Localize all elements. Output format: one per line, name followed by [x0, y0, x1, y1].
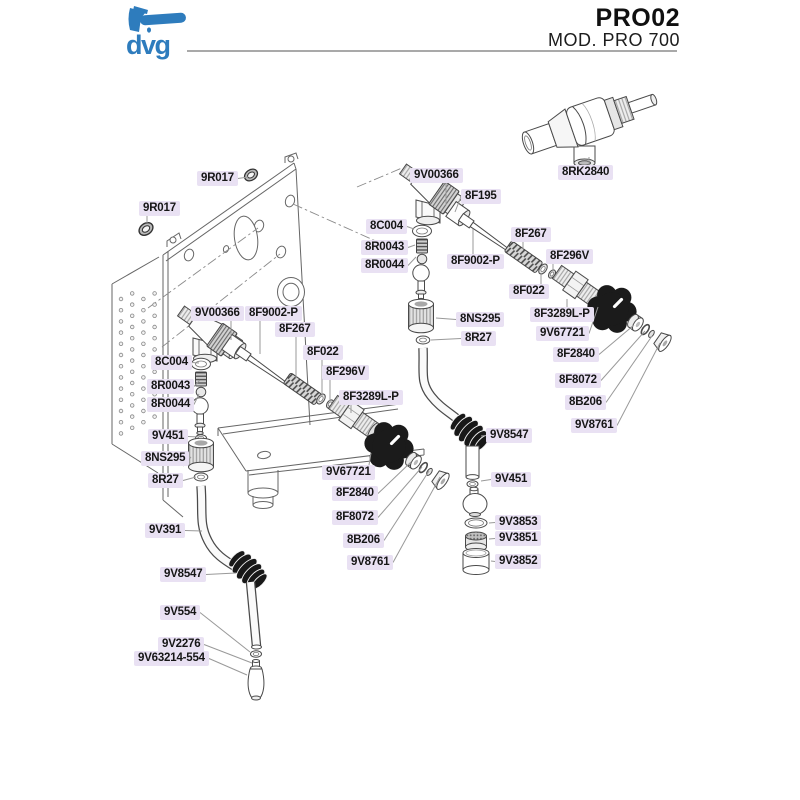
part-label-9V00366: 9V00366 — [410, 168, 463, 183]
part-label-8RK2840: 8RK2840 — [558, 165, 614, 180]
part-label-8F3289L-P: 8F3289L-P — [339, 390, 403, 405]
part-label-9V2276: 9V2276 — [158, 637, 205, 652]
part-label-9R017: 9R017 — [139, 201, 180, 216]
part-label-9V3852: 9V3852 — [495, 554, 542, 569]
part-label-8B206: 8B206 — [565, 395, 606, 410]
part-label-8F267: 8F267 — [275, 322, 315, 337]
part-label-8C004: 8C004 — [151, 355, 192, 370]
axis-lines — [147, 167, 403, 348]
part-label-8R27: 8R27 — [148, 473, 183, 488]
page-title: PRO02 — [595, 4, 680, 32]
part-label-8F8072: 8F8072 — [555, 373, 601, 388]
part-label-8F022: 8F022 — [509, 284, 549, 299]
part-label-9V67721: 9V67721 — [322, 465, 375, 480]
part-label-9V391: 9V391 — [145, 523, 186, 538]
base-frame — [217, 403, 425, 509]
part-label-9V63214-554: 9V63214-554 — [134, 651, 209, 666]
part-label-9V554: 9V554 — [160, 605, 201, 620]
part-label-9V8761: 9V8761 — [571, 418, 618, 433]
part-label-8F2840: 8F2840 — [332, 486, 378, 501]
grommet-left — [135, 219, 157, 239]
brand-name: dvg — [126, 30, 171, 60]
page-subtitle: MOD. PRO 700 — [547, 30, 680, 50]
part-label-9V8761: 9V8761 — [347, 555, 394, 570]
part-label-8R27: 8R27 — [461, 331, 496, 346]
part-label-8NS295: 8NS295 — [456, 312, 505, 327]
part-label-8R0044: 8R0044 — [361, 258, 409, 273]
part-label-8R0043: 8R0043 — [147, 379, 195, 394]
part-label-8R0043: 8R0043 — [361, 240, 409, 255]
part-label-9V3853: 9V3853 — [495, 515, 542, 530]
part-label-8NS295: 8NS295 — [141, 451, 190, 466]
part-label-9R017: 9R017 — [197, 171, 238, 186]
part-label-9V8547: 9V8547 — [486, 428, 533, 443]
part-label-8F296V: 8F296V — [322, 365, 370, 380]
header-rule — [187, 50, 677, 52]
brand-logo: dvg — [124, 6, 204, 66]
part-label-8C004: 8C004 — [366, 219, 407, 234]
title-block: PRO02 MOD. PRO 700 — [547, 4, 680, 50]
leader-lines — [146, 157, 661, 676]
part-label-9V3851: 9V3851 — [495, 531, 542, 546]
part-label-8F195: 8F195 — [461, 189, 501, 204]
part-label-8F9002-P: 8F9002-P — [447, 254, 504, 269]
valve-assembly-left — [172, 299, 453, 701]
part-label-8F3289L-P: 8F3289L-P — [530, 307, 594, 322]
part-label-8F2840: 8F2840 — [553, 347, 599, 362]
part-label-8F022: 8F022 — [303, 345, 343, 360]
part-label-8B206: 8B206 — [343, 533, 384, 548]
part-label-9V451: 9V451 — [491, 472, 532, 487]
part-label-9V8547: 9V8547 — [160, 567, 207, 582]
part-label-9V451: 9V451 — [148, 429, 189, 444]
part-label-8R0044: 8R0044 — [147, 397, 195, 412]
part-label-9V67721: 9V67721 — [536, 326, 589, 341]
part-label-9V00366: 9V00366 — [191, 306, 244, 321]
valve-assembly-right — [394, 157, 675, 575]
part-label-8F8072: 8F8072 — [332, 510, 378, 525]
assembled-valve-8rk2840 — [521, 93, 658, 168]
faucet-icon — [128, 6, 186, 33]
part-label-8F267: 8F267 — [511, 227, 551, 242]
grommet-top — [241, 166, 261, 184]
part-label-8F9002-P: 8F9002-P — [245, 306, 302, 321]
part-label-8F296V: 8F296V — [546, 249, 594, 264]
